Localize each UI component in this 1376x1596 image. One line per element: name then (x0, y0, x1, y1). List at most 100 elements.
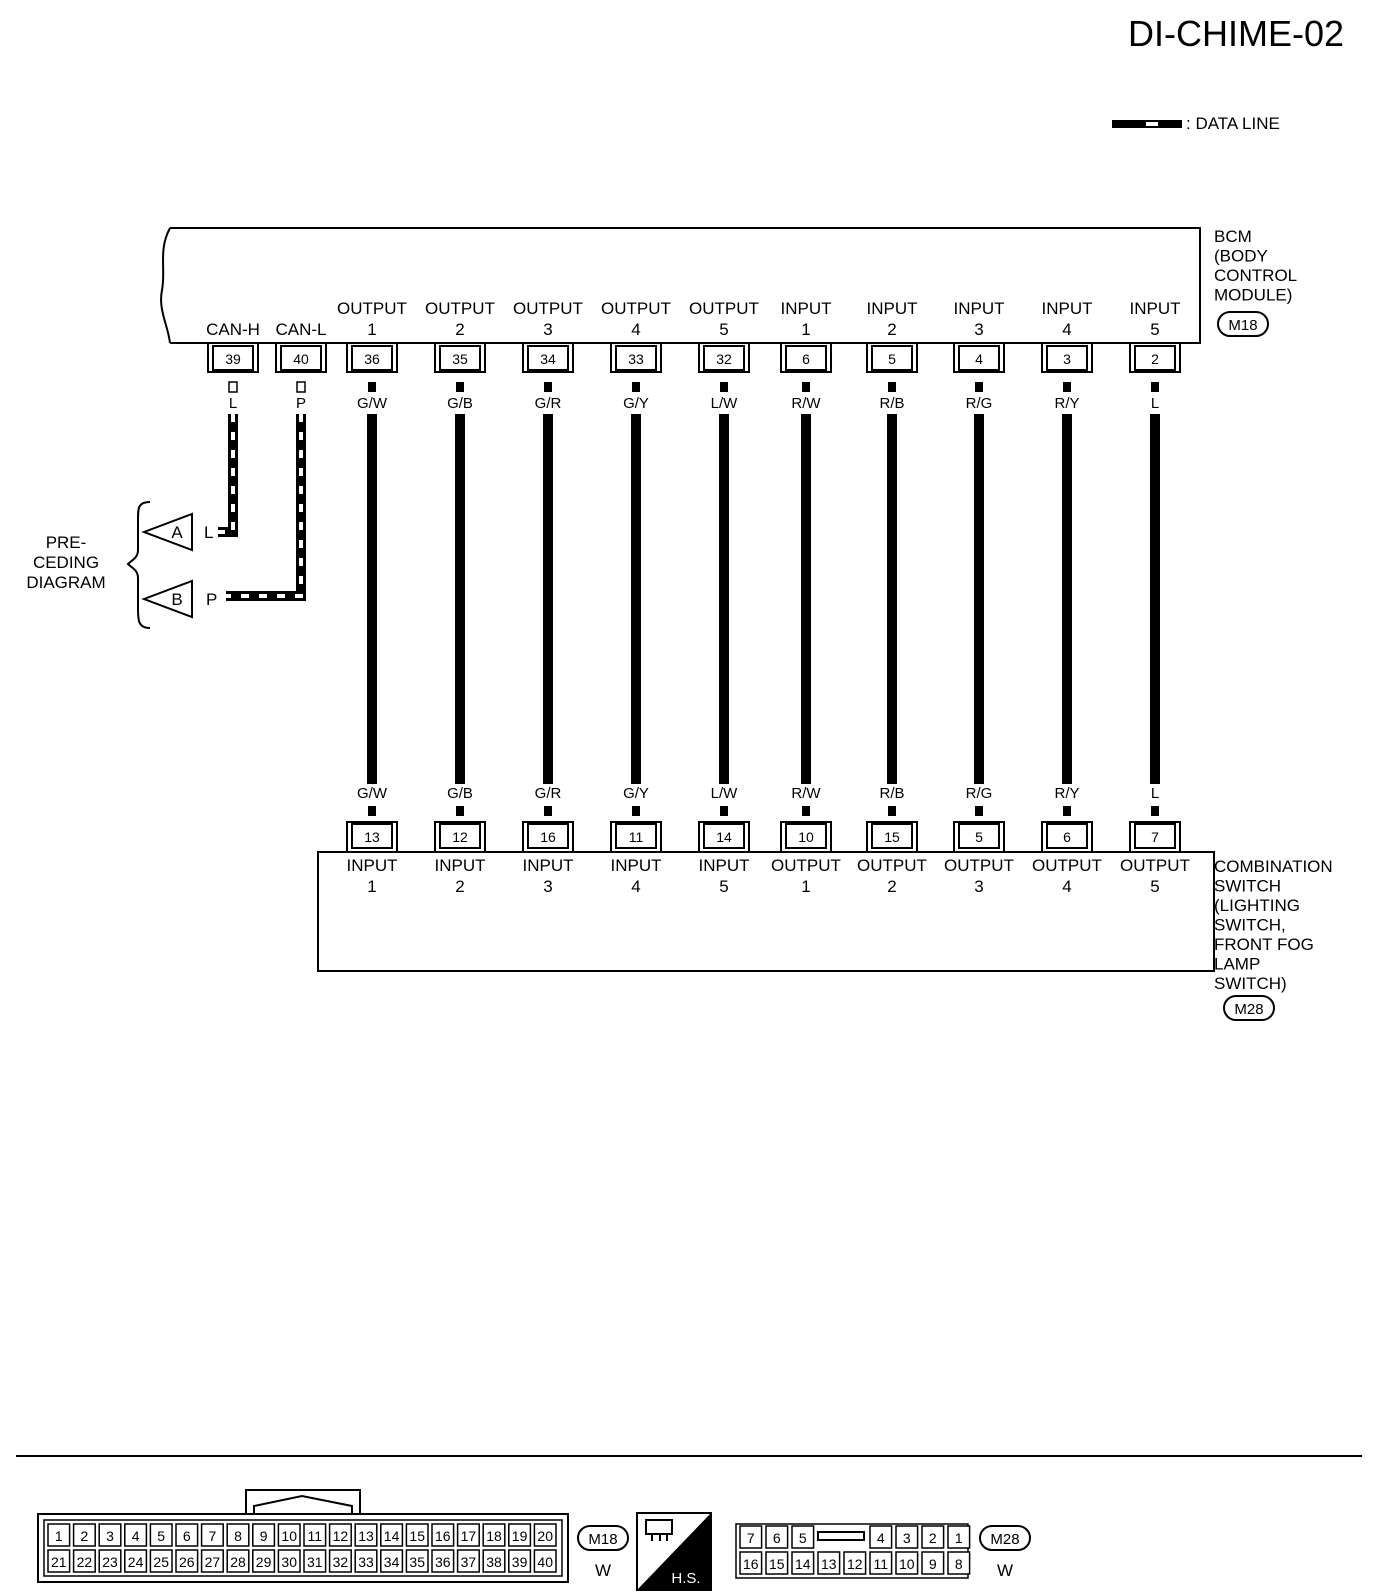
bcm-pin-number: 33 (628, 351, 644, 367)
face-cell-label: 40 (537, 1554, 553, 1570)
face-cell-box (405, 1523, 429, 1547)
link-A: A L (141, 512, 213, 552)
bcm-pin-box (871, 345, 913, 371)
face-cell-box (508, 1523, 532, 1547)
face-cell-box (200, 1549, 224, 1573)
face-cell-box (380, 1549, 404, 1573)
combo-pin-box (703, 823, 745, 849)
face-cell-box (328, 1549, 352, 1573)
hs-plug-body (645, 1519, 673, 1535)
face-cell-label: 5 (799, 1530, 807, 1546)
face-cell-label: 33 (358, 1554, 374, 1570)
face-cell-label: 39 (512, 1554, 528, 1570)
face-cell-box (354, 1549, 378, 1573)
combo-connector-tag: M28 (1223, 995, 1275, 1021)
face-cell-box (149, 1523, 173, 1547)
combo-terminal-func-num: 1 (367, 877, 376, 896)
face-cell-box (482, 1549, 506, 1573)
wire-stub-top (1063, 382, 1071, 392)
face-cell-label: 9 (260, 1528, 268, 1544)
combo-pin-number: 13 (364, 829, 380, 845)
bcm-pin-box (615, 345, 657, 371)
face-cell-label: 21 (51, 1554, 67, 1570)
face-cell-box (947, 1525, 971, 1549)
bcm-pin-bracket (866, 342, 918, 373)
combo-pin-bracket (953, 821, 1005, 852)
face-cell-box (431, 1523, 455, 1547)
face-cell-box (817, 1551, 841, 1575)
bcm-pin-box (351, 345, 393, 371)
bcm-pin-box (958, 345, 1000, 371)
combo-wire-color: R/W (791, 785, 821, 802)
combo-pin-number: 16 (540, 829, 556, 845)
face-cell-label: 12 (847, 1556, 863, 1572)
bcm-pin-bracket (207, 342, 259, 373)
bcm-name-line: MODULE) (1214, 286, 1292, 305)
combo-pin-bracket (610, 821, 662, 852)
face-cell-label: 37 (461, 1554, 477, 1570)
face-cell-label: 38 (486, 1554, 502, 1570)
face-cell-label: 26 (179, 1554, 195, 1570)
face-cell-box (895, 1525, 919, 1549)
bcm-pin-number: 3 (1063, 351, 1071, 367)
wire-stub-bottom (544, 806, 552, 816)
m28-face-outline (735, 1523, 969, 1579)
face-cell-label: 22 (77, 1554, 93, 1570)
m28-face-connector: M28 (990, 1531, 1019, 1548)
face-cell-box (921, 1551, 945, 1575)
combo-terminal-func: INPUT (699, 856, 750, 875)
bcm-terminal-func: INPUT (1042, 299, 1093, 318)
face-cell-label: 1 (955, 1530, 963, 1546)
face-cell-label: 25 (153, 1554, 169, 1570)
face-cell-box (765, 1551, 789, 1575)
face-cell-label: 4 (877, 1530, 885, 1546)
combo-wire-color: L (1151, 785, 1159, 802)
bcm-wire-color: G/W (357, 395, 388, 412)
link-A-letter: A (171, 523, 183, 542)
link-A-wire: L (204, 523, 213, 542)
face-cell-box (328, 1523, 352, 1547)
combo-terminal-func-num: 3 (974, 877, 983, 896)
face-cell-label: 13 (821, 1556, 837, 1572)
face-cell-label: 6 (773, 1530, 781, 1546)
face-cell-box (508, 1549, 532, 1573)
face-cell-box (277, 1549, 301, 1573)
face-cell-label: 24 (128, 1554, 144, 1570)
m18-face-latch-tab (253, 1494, 353, 1514)
wire-stub-bottom (975, 806, 983, 816)
combo-terminal-func-num: 5 (1150, 877, 1159, 896)
bcm-pin-number: 2 (1151, 351, 1159, 367)
bcm-terminal-func-num: 1 (801, 320, 810, 339)
bcm-terminal-func-num: 4 (1062, 320, 1071, 339)
bcm-pin-number: 40 (293, 351, 309, 367)
face-cell-box (354, 1523, 378, 1547)
combo-terminal-func-num: 1 (801, 877, 810, 896)
combo-wire-color: R/B (879, 785, 904, 802)
bcm-terminal-func-num: 3 (543, 320, 552, 339)
combo-terminal-func-num: 4 (1062, 877, 1071, 896)
m18-face-latch (245, 1489, 361, 1514)
bcm-box-break (160, 227, 171, 344)
wire-segment (455, 414, 465, 784)
face-cell-box (921, 1525, 945, 1549)
face-cell-box (456, 1523, 480, 1547)
bcm-pin-bracket (1129, 342, 1181, 373)
wire-segment (543, 414, 553, 784)
combo-pin-number: 10 (798, 829, 814, 845)
bcm-wire-color: G/R (535, 395, 562, 412)
face-cell-box (739, 1551, 763, 1575)
bcm-terminal-func: OUTPUT (337, 299, 407, 318)
face-cell-label: 3 (106, 1528, 114, 1544)
face-cell-box (226, 1523, 250, 1547)
legend-data-line: : DATA LINE (1112, 114, 1280, 133)
